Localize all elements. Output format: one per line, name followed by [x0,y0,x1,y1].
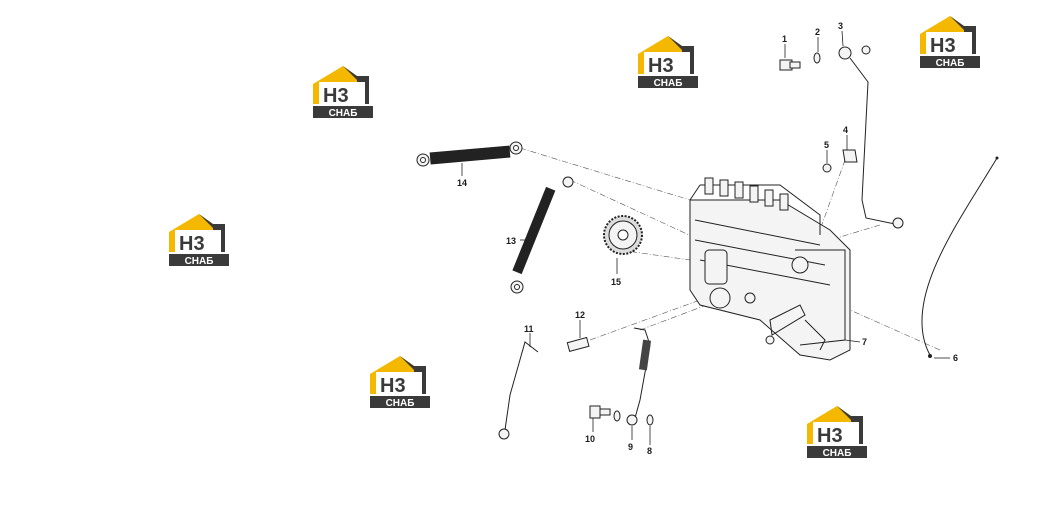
watermark-logo-5: H3 СНАБ [370,356,430,409]
watermark-caption: СНАБ [185,256,214,267]
watermark-logo-2: H3 СНАБ [638,36,698,89]
callout-8: 8 [647,446,652,456]
callout-2: 2 [815,27,820,37]
watermark-letters: H3 [179,233,205,255]
part-15-gear [603,215,643,255]
callouts: 1 2 3 4 5 6 7 8 9 10 11 12 13 14 15 [457,21,958,456]
part-14-hose [416,141,523,167]
part-11-pipe [498,341,539,440]
watermark-logo-3: H3 СНАБ [920,16,980,69]
part-1-bolt [779,59,801,71]
watermark-caption: СНАБ [823,448,852,459]
watermark-caption: СНАБ [386,398,415,409]
watermark-logo-4: H3 СНАБ [169,214,229,267]
watermark-letters: H3 [648,55,674,77]
part-12-fitting [566,336,590,353]
injection-pump-body [689,177,851,361]
watermark-letters: H3 [380,375,406,397]
watermark-logo-6: H3 СНАБ [807,406,867,459]
part-6-cable [921,156,999,358]
callout-3: 3 [838,21,843,31]
callout-1: 1 [782,34,787,44]
watermark-caption: СНАБ [654,78,683,89]
callout-10: 10 [585,434,595,444]
part-2-washer [813,52,821,64]
callout-14: 14 [457,178,467,188]
part-9-washer [613,410,621,422]
watermark-caption: СНАБ [936,58,965,69]
watermark-letters: H3 [323,85,349,107]
watermark-letters: H3 [817,425,843,447]
part-10-bolt [589,405,611,419]
part-9-hose [626,327,652,426]
callout-4: 4 [843,125,848,135]
part-3-pipe [838,45,904,229]
part-13-hose [510,176,574,294]
part-5-nut [822,163,832,173]
watermark-logo-1: H3 СНАБ [313,66,373,119]
callout-13: 13 [506,236,516,246]
callout-15: 15 [611,277,621,287]
callout-6: 6 [953,353,958,363]
watermark-letters: H3 [930,35,956,57]
callout-11: 11 [524,324,534,334]
callout-7: 7 [862,337,867,347]
callout-12: 12 [575,310,585,320]
callout-9: 9 [628,442,633,452]
part-8-washer [646,414,654,426]
callout-5: 5 [824,140,829,150]
part-4-clamp [842,149,858,163]
watermark-caption: СНАБ [329,108,358,119]
